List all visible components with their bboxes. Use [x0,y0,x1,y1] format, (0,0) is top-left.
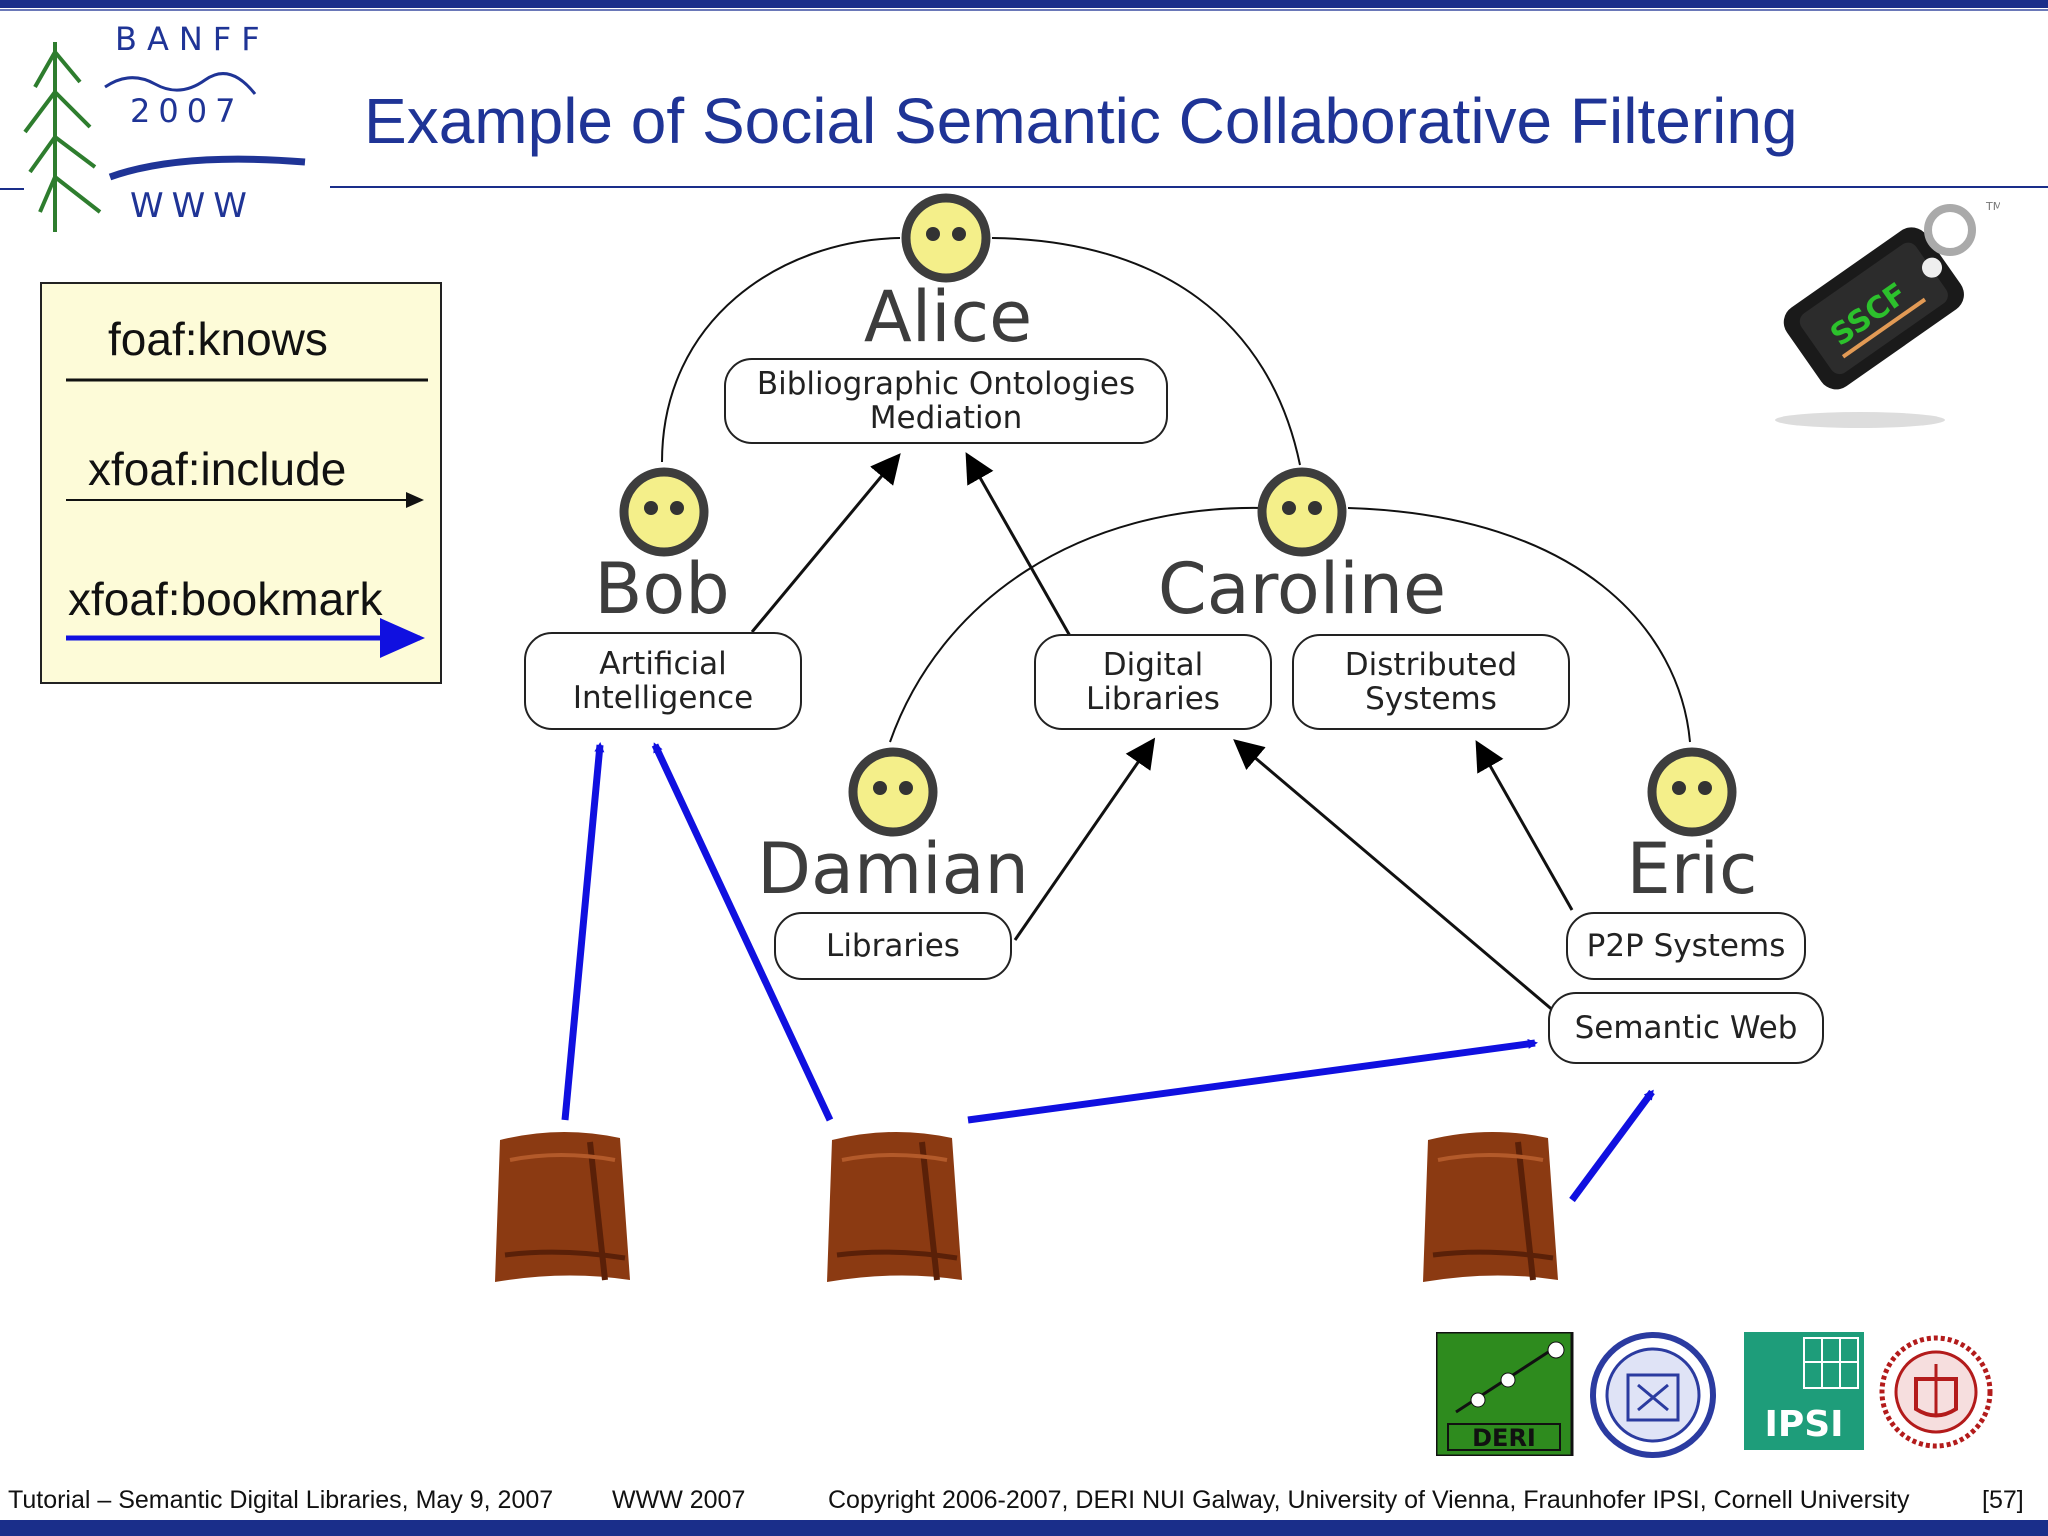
title-underline [330,186,2048,188]
eric-smiley-icon [1647,747,1737,837]
person-damian: Damian [757,828,1029,910]
topic-bibliographic-ontologies: Bibliographic Ontologies Mediation [724,358,1168,444]
edge-p2p-ds [1475,740,1574,911]
topic-ai-line1: Artificial [599,645,727,682]
footer-conference: WWW 2007 [612,1486,746,1514]
bottom-border [0,1520,2048,1536]
topic-ai-line2: Intelligence [572,680,754,716]
footer-copyright: Copyright 2006-2007, DERI NUI Galway, Un… [828,1486,1910,1514]
damian-smiley-icon [848,747,938,837]
bookmark-book3-semweb [1569,1089,1655,1203]
person-alice: Alice [863,276,1033,358]
topic-digital-libraries: Digital Libraries [1034,634,1272,730]
topic-semantic-web: Semantic Web [1548,992,1824,1064]
person-bob: Bob [594,548,730,630]
sscf-tm-text: TM [1985,200,2000,213]
topic-dl-line2: Libraries [1086,681,1220,717]
top-border-thin [0,9,2048,11]
book-icon [1423,1131,1558,1282]
deri-logo-text: DERI [1472,1424,1536,1452]
topic-dl-line1: Digital [1102,646,1204,683]
deri-logo: DERI [1436,1332,1574,1456]
bookmark-book1-ai [561,742,605,1121]
topic-artificial-intelligence: Artificial Intelligence [524,632,802,730]
edge-ai-bib [750,453,901,633]
topic-ds-line2: Systems [1365,681,1497,717]
topic-bib-line1: Bibliographic Ontologies [756,365,1136,402]
person-caroline: Caroline [1157,548,1447,630]
ipsi-logo-text: IPSI [1764,1404,1843,1445]
book-icon [495,1131,630,1282]
footer-page-number: [57] [1982,1486,2024,1514]
ipsi-logo: IPSI [1744,1332,1864,1450]
banff-logo: BANFF 2007 WWW [23,20,306,232]
legend-include-label: xfoaf:include [88,443,347,495]
edge-libraries-dl [1013,737,1156,941]
logo-year-text: 2007 [130,92,243,130]
topic-libraries: Libraries [774,912,1012,980]
cornell-seal-logo [1879,1335,1993,1449]
caroline-smiley-icon [1257,467,1347,557]
logo-banff-text: BANFF [115,20,270,58]
book-icon [827,1131,962,1282]
logo-www-text: WWW [130,186,255,226]
bob-smiley-icon [619,467,709,557]
legend-box: foaf:knows xfoaf:include xfoaf:bookmark [40,282,442,684]
tree-icon [23,42,102,232]
title-underline-left [0,188,24,190]
edge-semweb-dl [1233,739,1556,1014]
footer-tutorial: Tutorial – Semantic Digital Libraries, M… [8,1486,554,1514]
sscf-tag-logo: SSCF TM [1775,200,2000,428]
vienna-seal-logo [1590,1332,1716,1458]
top-border [0,0,2048,8]
slide-title: Example of Social Semantic Collaborative… [364,85,1798,157]
alice-smiley-icon [901,193,991,283]
topic-ds-line1: Distributed [1344,646,1518,683]
topic-distributed-systems: Distributed Systems [1292,634,1570,730]
topic-p2p-systems: P2P Systems [1566,912,1806,980]
legend-knows-label: foaf:knows [108,313,328,365]
legend-bookmark-label: xfoaf:bookmark [68,573,383,625]
legend-lines [66,378,428,658]
bookmark-book2-semweb [967,1038,1538,1124]
edge-dl-bib [965,452,1072,637]
topic-bib-line2: Mediation [869,400,1023,436]
person-eric: Eric [1626,828,1758,910]
